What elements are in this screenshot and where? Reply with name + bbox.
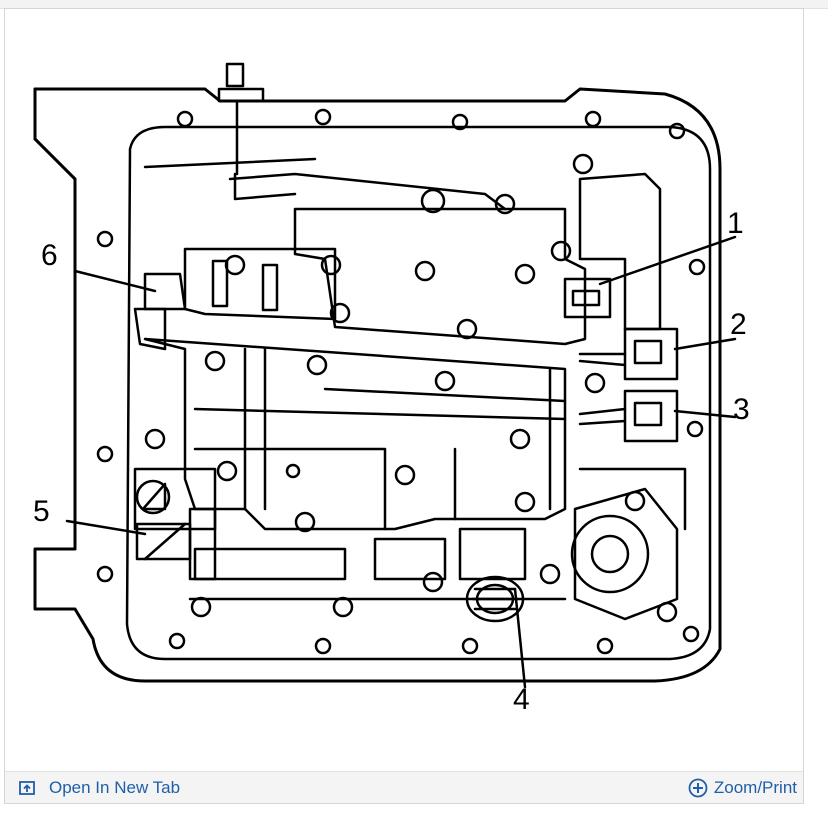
pan-bolt [96, 230, 114, 248]
callout-5: 5 [33, 495, 50, 528]
pressure-control-solenoid [458, 487, 679, 623]
pan-bolt [584, 110, 602, 128]
open-in-new-tab-label: Open In New Tab [49, 778, 181, 797]
callout-leaders [65, 235, 737, 689]
image-toolbar: Open In New Tab Zoom/Print [5, 771, 803, 803]
pan-bolt [461, 637, 479, 655]
zoom-plus-icon [688, 778, 708, 798]
open-in-new-tab-button[interactable]: Open In New Tab [19, 777, 180, 799]
callout-4: 4 [513, 683, 530, 716]
pan-bolt [176, 110, 194, 128]
valve-body-diagram: 1 2 3 4 5 6 [33, 62, 750, 716]
left-fittings [133, 272, 217, 581]
zoom-print-button[interactable]: Zoom/Print [688, 777, 797, 799]
pan-bolt [686, 420, 704, 438]
pan-bolt [96, 445, 114, 463]
pan-bolts [96, 108, 706, 655]
pan-bolt [688, 258, 706, 276]
valve-body-channels [143, 337, 687, 601]
pan-bolt [682, 625, 700, 643]
pan-left-tab [33, 87, 77, 181]
pan-bolt [596, 637, 614, 655]
pan-bolt [314, 637, 332, 655]
solenoid-connectors [578, 327, 679, 443]
pan-bolt [451, 113, 469, 131]
callout-6: 6 [41, 239, 58, 272]
pan-bolt [314, 108, 332, 126]
zoom-print-label: Zoom/Print [713, 778, 797, 797]
pan-bolt [168, 632, 186, 650]
pan-outer-outline [33, 87, 722, 683]
pan-bolt [96, 565, 114, 583]
image-frame [4, 8, 804, 804]
manual-shaft-linkage [143, 62, 516, 215]
valve-body-bolts [144, 153, 678, 623]
callout-1: 1 [727, 207, 744, 240]
callout-3: 3 [733, 393, 750, 426]
pan-bolt [668, 122, 686, 140]
pan-inner-outline [125, 125, 712, 661]
callout-2: 2 [730, 308, 747, 341]
open-new-tab-icon [19, 781, 35, 795]
